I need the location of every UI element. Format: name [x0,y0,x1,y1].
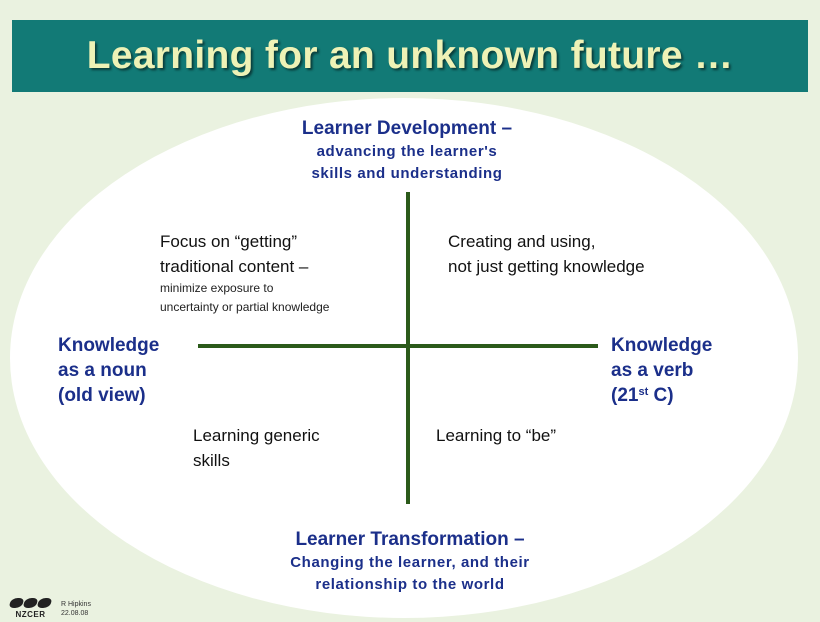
quadrant-text: traditional content – [160,257,309,276]
footer-date: 22.08.08 [61,610,89,617]
right-axis-label-line: Knowledge [611,335,713,356]
bottom-axis-title: Learner Transformation – [295,529,525,550]
right-axis-label-line: (21st C) [611,383,712,408]
vertical-axis [406,192,410,504]
slide-title: Learning for an unknown future … [86,34,734,77]
quadrant-bottom-right: Learning to “be” [436,423,556,448]
left-axis-label-line: Knowledge [58,335,160,356]
footer-info: R Hipkins 22.08.08 [61,600,91,618]
bottom-axis-subtitle: Changing the learner, and their relation… [200,552,620,596]
quadrant-note: minimize exposure to [160,281,274,295]
bottom-axis-subtitle-line: relationship to the world [315,576,505,593]
top-axis-subtitle: advancing the learner's skills and under… [200,141,614,185]
footer-author: R Hipkins [61,601,91,608]
background-ellipse [10,98,798,618]
left-axis-label: Knowledge as a noun (old view) [58,333,159,408]
logo-mark-icon [8,598,53,608]
quadrant-note: uncertainty or partial knowledge [160,300,330,314]
left-axis-label-line: as a noun [58,360,147,381]
quadrant-top-right: Creating and using, not just getting kno… [448,229,645,279]
logo-text: NZCER [15,610,46,619]
right-axis-label-line: as a verb [611,360,694,381]
quadrant-text: Learning to “be” [436,426,557,445]
quadrant-text: skills [193,451,230,470]
left-axis-label-line: (old view) [58,385,146,406]
horizontal-axis [198,344,598,348]
quadrant-top-left: Focus on “getting” traditional content –… [160,229,329,317]
title-bar: Learning for an unknown future … [12,20,808,92]
bottom-axis-subtitle-line: Changing the learner, and their [290,554,530,571]
top-axis-subtitle-line: skills and understanding [311,165,503,182]
right-axis-label: Knowledge as a verb (21st C) [611,333,712,408]
right-label-suffix: C) [648,385,674,406]
bottom-axis-label: Learner Transformation – Changing the le… [200,528,620,596]
nzcer-logo: NZCER [8,598,53,619]
right-label-superscript: st [638,386,649,398]
top-axis-subtitle-line: advancing the learner's [316,143,498,160]
top-axis-title: Learner Development – [301,118,513,139]
right-label-prefix: (21 [611,385,639,406]
quadrant-text: Creating and using, [448,232,596,251]
quadrant-bottom-left: Learning generic skills [193,423,320,473]
quadrant-text: Focus on “getting” [160,232,298,251]
top-axis-label: Learner Development – advancing the lear… [200,117,614,185]
quadrant-text: not just getting knowledge [448,257,645,276]
quadrant-text: Learning generic [193,426,320,445]
footer: NZCER R Hipkins 22.08.08 [8,598,91,619]
